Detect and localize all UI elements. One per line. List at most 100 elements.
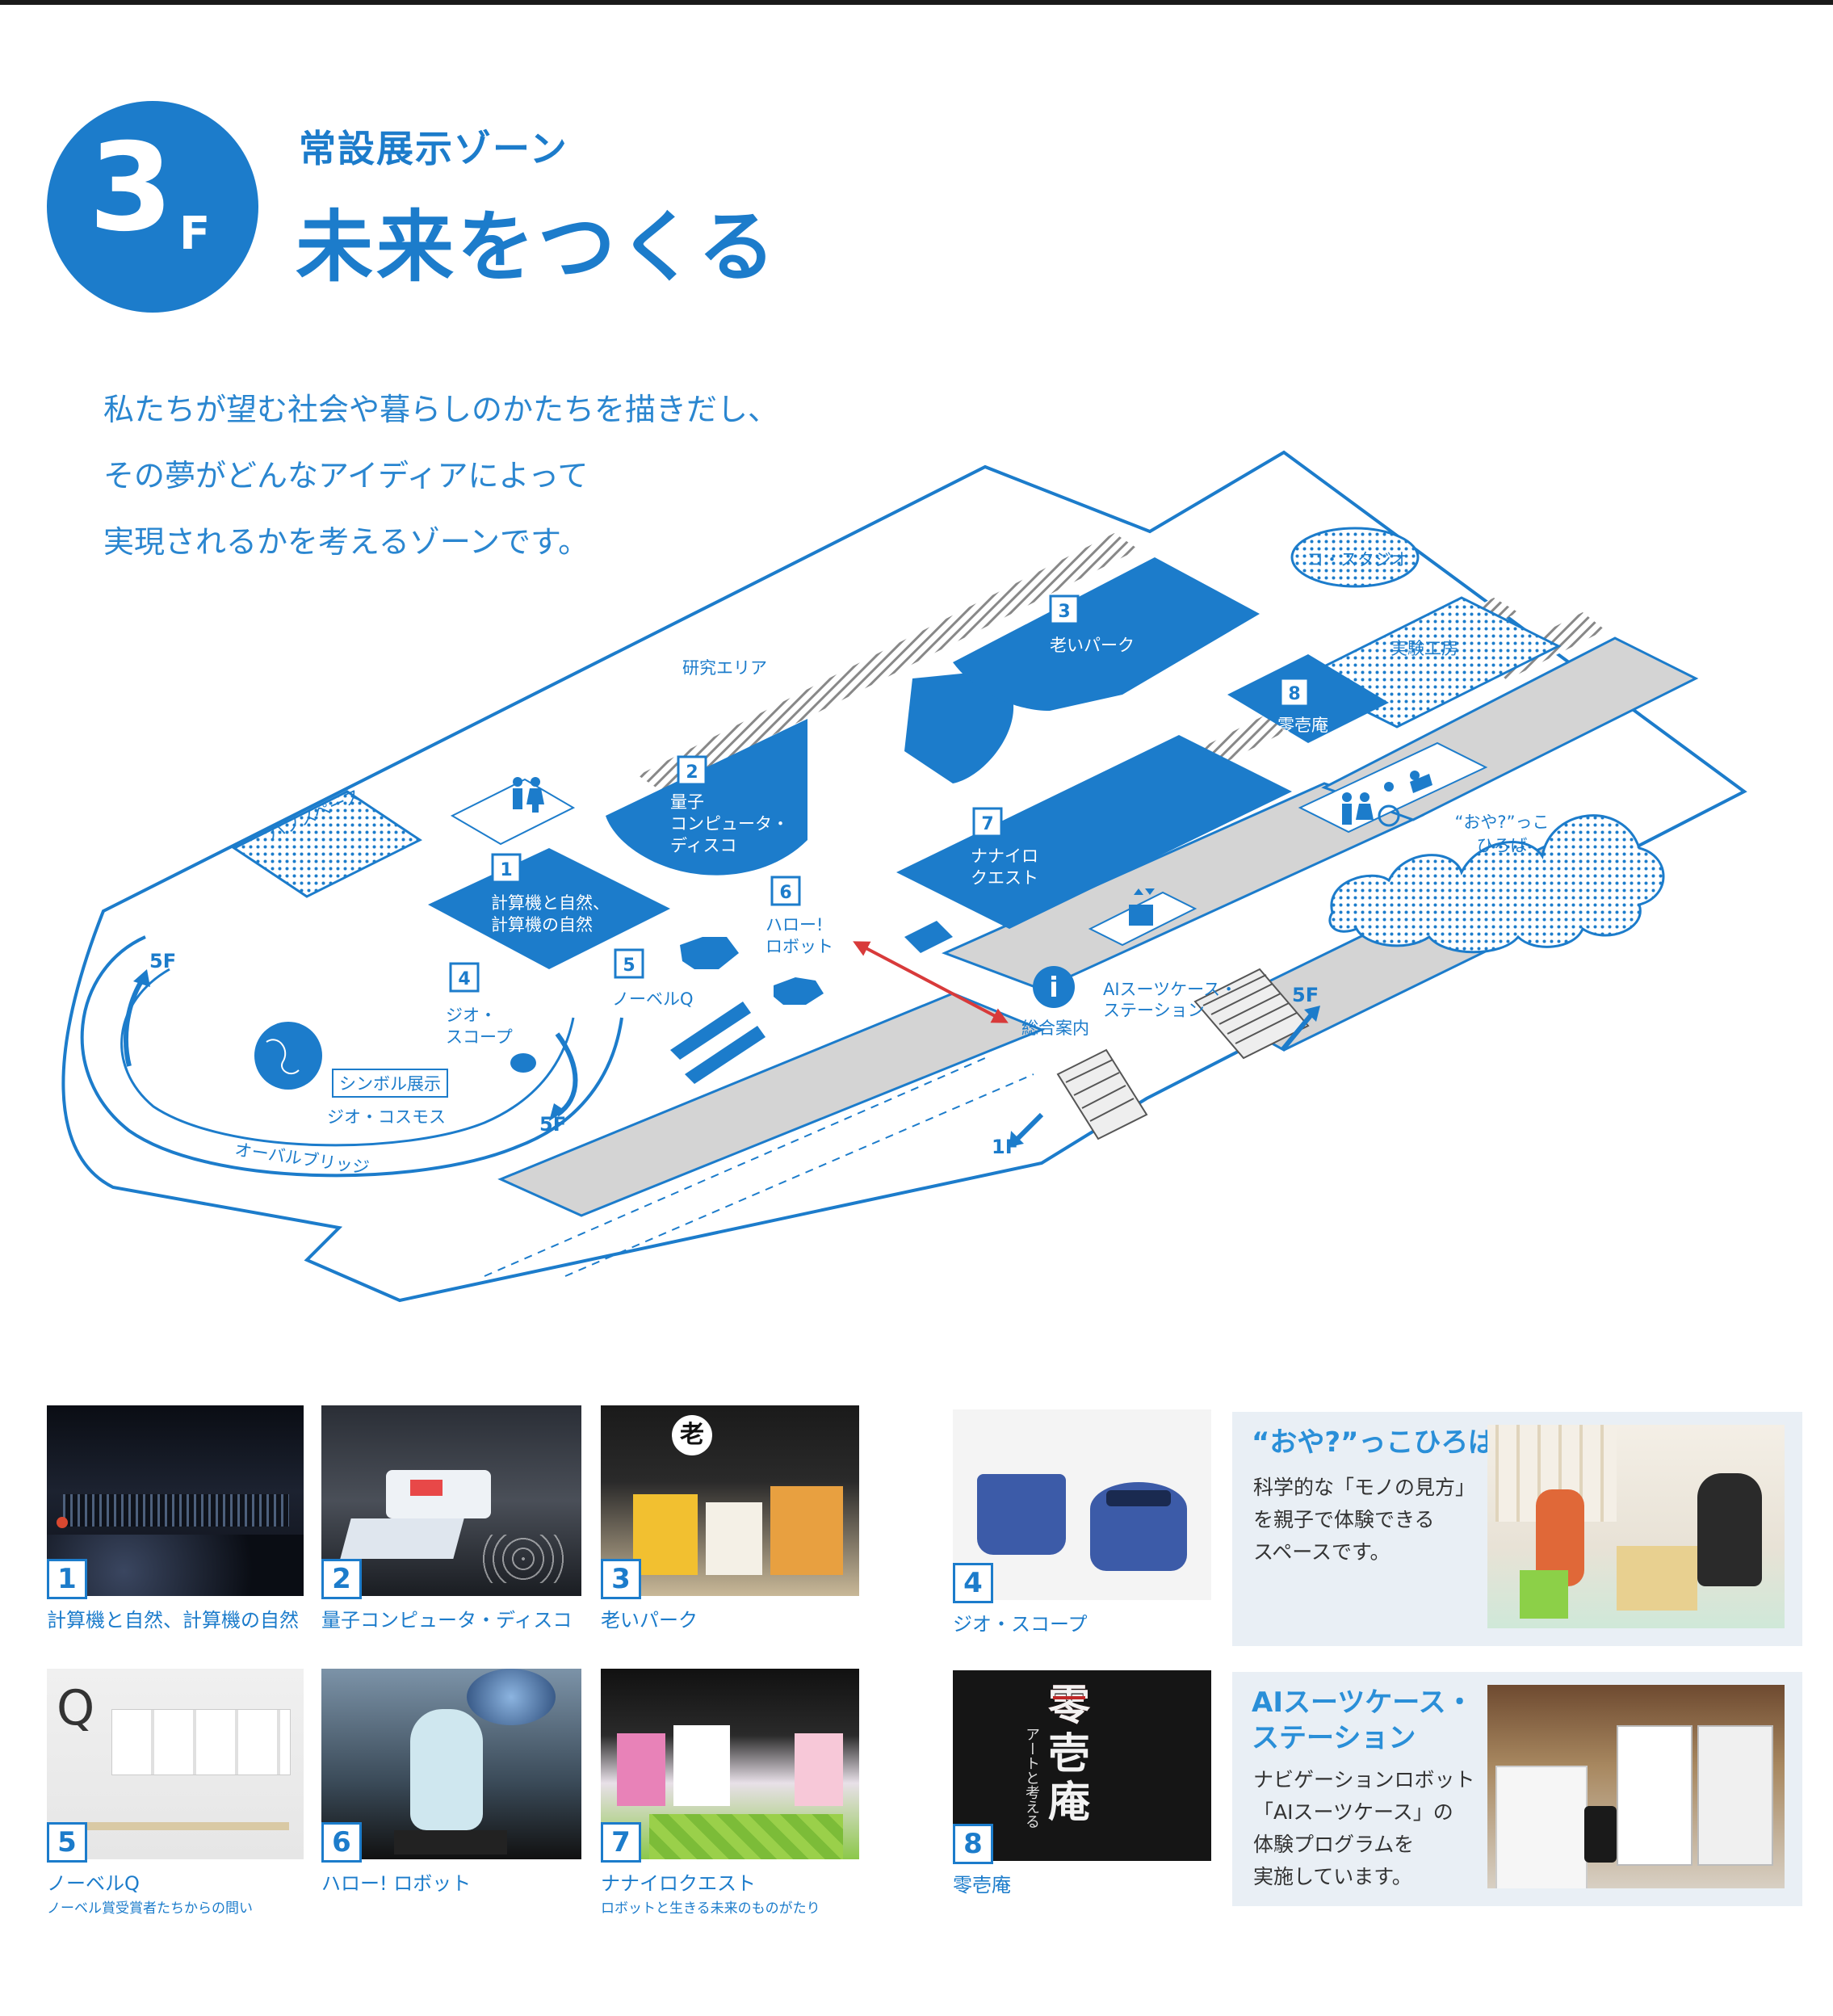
geo-scope-mark xyxy=(510,1053,536,1073)
floor-unit: F xyxy=(179,208,211,260)
photo-number: 5 xyxy=(47,1822,87,1863)
photo-image xyxy=(953,1409,1211,1600)
oi-park-sign-icon: 老 xyxy=(672,1415,712,1455)
map-research-area: 研究エリア xyxy=(682,658,767,678)
photo-caption: ノーベルQ xyxy=(47,1872,140,1895)
map-label-1b: 計算機の自然 xyxy=(491,915,593,934)
photo-image xyxy=(601,1669,859,1859)
text-line: 「AIスーツケース」の xyxy=(1253,1800,1453,1824)
map-label-1a: 計算機と自然、 xyxy=(491,893,610,913)
oyakko-title: “おや?”っこひろば xyxy=(1252,1426,1496,1459)
map-label-7a: ナナイロ xyxy=(971,846,1038,866)
exhibit-block-3 xyxy=(953,557,1260,711)
photo-image xyxy=(47,1405,304,1596)
map-num-3: 3 xyxy=(1058,602,1070,622)
exhibit-block-6b xyxy=(774,977,824,1005)
map-ai-suitcase-2: ステーション xyxy=(1103,1001,1205,1020)
photo-number: 7 xyxy=(601,1822,641,1863)
photo-caption: ハロー! ロボット xyxy=(321,1872,472,1895)
intro-line: その夢がどんなアイディアによって xyxy=(103,458,589,494)
co-studio-area xyxy=(1290,527,1420,588)
hub-space-area xyxy=(232,790,422,898)
photo-image: 老 xyxy=(601,1405,859,1596)
photo-image: 零 壱 庵 アートと考える xyxy=(953,1670,1211,1861)
intro-line: 私たちが望む社会や暮らしのかたちを描きだし、 xyxy=(103,392,779,427)
map-label-6a: ハロー! xyxy=(765,915,823,934)
map-ai-suitcase-1: AIスーツケース・ xyxy=(1103,980,1237,999)
map-label-6b: ロボット xyxy=(765,937,833,956)
map-num-7: 7 xyxy=(981,814,993,834)
zero-title-char: 庵 xyxy=(1048,1778,1091,1827)
oyakko-text: 科学的な「モノの見方」 を親子で体験できる スペースです。 xyxy=(1253,1472,1475,1569)
text-line: 実施しています。 xyxy=(1253,1865,1412,1888)
zero-title-char: 零 xyxy=(1048,1681,1091,1730)
photo-image: Q xyxy=(47,1669,304,1859)
photo-caption: ジオ・スコープ xyxy=(953,1613,1088,1636)
photo-caption: ナナイロクエスト xyxy=(601,1872,756,1895)
map-num-2: 2 xyxy=(686,762,698,783)
map-label-4a: ジオ・ xyxy=(446,1006,497,1025)
photo-number: 3 xyxy=(601,1559,641,1599)
map-label-2a: 量子 xyxy=(670,792,704,812)
photo-image xyxy=(321,1669,581,1859)
intro-text: 私たちが望む社会や暮らしのかたちを描きだし、 その夢がどんなアイディアによって … xyxy=(103,376,778,575)
zone-title: 未来をつくる xyxy=(296,202,779,292)
exhibit-block-1 xyxy=(428,848,670,969)
zero-vertical-text: アートと考える xyxy=(1023,1727,1040,1829)
map-num-5: 5 xyxy=(623,956,635,976)
nobel-q-mark xyxy=(670,1002,765,1084)
map-5f-oval: 5F xyxy=(539,1113,566,1136)
map-workshop: 実験工房 xyxy=(1390,639,1458,658)
zone-type: 常設展示ゾーン xyxy=(299,127,568,170)
map-label-5: ノーベルQ xyxy=(612,989,694,1009)
photo-caption: 零壱庵 xyxy=(953,1874,1011,1896)
escalator-left xyxy=(1056,1048,1148,1140)
info-icon xyxy=(1033,966,1075,1008)
oyakko-photo xyxy=(1487,1425,1785,1628)
exhibit-block-6a xyxy=(680,937,739,969)
map-label-2c: ディスコ xyxy=(670,836,737,855)
map-label-2b: コンピュータ・ xyxy=(670,814,789,834)
text-line: 体験プログラムを xyxy=(1253,1833,1415,1856)
map-num-4: 4 xyxy=(458,969,470,989)
map-5f-left: 5F xyxy=(149,950,176,972)
map-oyakko-1: “おや?”っこ xyxy=(1455,813,1550,832)
map-5f-right: 5F xyxy=(1292,984,1319,1006)
photo-caption: 量子コンピュータ・ディスコ xyxy=(321,1609,573,1632)
ai-suitcase-photo xyxy=(1487,1685,1785,1888)
photo-number: 2 xyxy=(321,1559,362,1599)
escalator-right xyxy=(1193,968,1310,1060)
geo-cosmos-globe xyxy=(254,1022,322,1090)
photo-number: 4 xyxy=(953,1563,993,1603)
svg-text:i: i xyxy=(1049,972,1059,1004)
map-oyakko-2: ひろば xyxy=(1477,836,1528,855)
zero-title-char: 壱 xyxy=(1048,1729,1091,1779)
map-co-studio: コ・スタジオ xyxy=(1307,550,1408,569)
floor-badge xyxy=(47,101,258,313)
oval-bridge xyxy=(80,935,623,1178)
photo-number: 6 xyxy=(321,1822,362,1863)
ai-suitcase-title-1: AIスーツケース・ xyxy=(1252,1686,1474,1719)
ai-suitcase-title-2: ステーション xyxy=(1252,1722,1416,1754)
map-geo-cosmos: ジオ・コスモス xyxy=(327,1107,446,1127)
photo-subcaption: ノーベル賞受賞者たちからの問い xyxy=(47,1900,253,1917)
photo-caption: 老いパーク xyxy=(601,1609,698,1632)
text-line: スペースです。 xyxy=(1253,1540,1390,1564)
map-num-1: 1 xyxy=(500,860,512,880)
map-symbol-label: シンボル展示 xyxy=(339,1074,441,1094)
intro-line: 実現されるかを考えるゾーンです。 xyxy=(103,524,589,560)
floor-number: 3 xyxy=(89,118,174,258)
photo-number: 8 xyxy=(953,1824,993,1864)
map-1f: 1F xyxy=(992,1136,1018,1158)
oyakko-area xyxy=(1328,814,1665,954)
text-line: を親子で体験できる xyxy=(1253,1508,1435,1531)
map-label-4b: スコープ xyxy=(446,1027,513,1047)
exhibit-block-2b xyxy=(904,670,1014,783)
map-label-7b: クエスト xyxy=(971,868,1038,888)
map-number-boxes xyxy=(449,594,1310,993)
photo-number: 1 xyxy=(47,1559,87,1599)
photo-caption: 計算機と自然、計算機の自然 xyxy=(47,1609,299,1632)
ai-suitcase-text: ナビゲーションロボット 「AIスーツケース」の 体験プログラムを 実施しています… xyxy=(1253,1764,1475,1893)
ai-suitcase-panel: AIスーツケース・ ステーション ナビゲーションロボット 「AIスーツケース」の… xyxy=(1232,1672,1802,1906)
floor-map: i 1 2 3 4 5 6 7 8 計算機と自然、 計算機の自然 量子 コンピュ… xyxy=(61,450,1747,1303)
